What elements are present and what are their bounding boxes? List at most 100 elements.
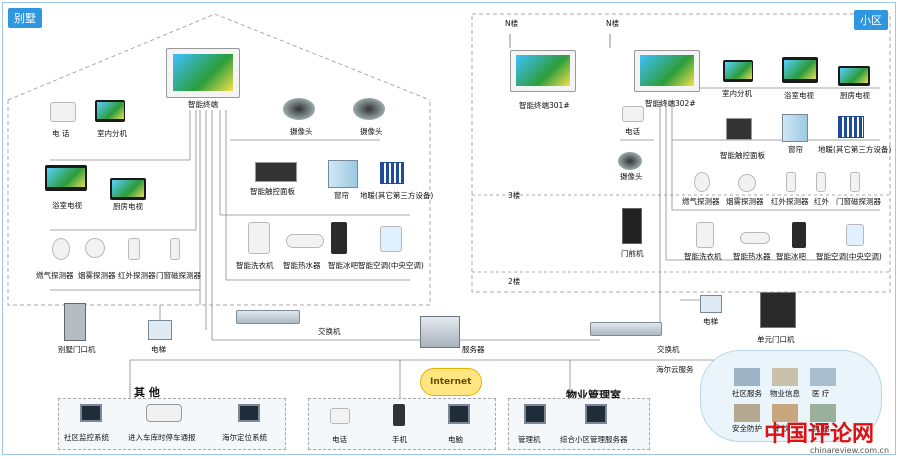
villa-camera-1-icon [283, 98, 315, 120]
villa-heater-label: 智能热水器 [283, 261, 321, 270]
villa-curtain-label: 窗帘 [334, 191, 349, 200]
community-terminal-301 [510, 50, 576, 92]
villa-door-sensor-icon [170, 238, 180, 260]
other-item-0: 社区监控系统 [64, 433, 109, 442]
community-washer-icon [696, 222, 714, 248]
villa-house-outline [7, 13, 431, 101]
community-floor-3: 3楼 [508, 191, 521, 200]
villa-smoke-label: 烟雾探测器 [78, 271, 116, 280]
cloud-item-4: 餐 饮 [772, 424, 790, 433]
villa-smart-terminal [166, 48, 240, 98]
internet-computer-icon [448, 404, 470, 424]
community-smoke-detector-icon [738, 174, 756, 192]
villa-touch-panel [255, 162, 297, 182]
community-floor-2: 2楼 [508, 277, 521, 286]
community-n-floor-2: N楼 [606, 19, 620, 28]
internet-phone-icon [330, 408, 350, 424]
community-terminal-301-label: 智能终端301# [519, 101, 570, 110]
villa-washer-icon [248, 222, 270, 254]
community-bath-tv [782, 57, 818, 83]
community-camera-icon [618, 152, 642, 170]
cloud-item-1: 物业信息 [770, 389, 800, 398]
unit-door-label: 单元门口机 [757, 335, 795, 344]
community-ac-label: 智能空调(中央空调) [816, 252, 882, 261]
villa-door-mag-label: 门窗磁探测器 [156, 271, 201, 280]
internet-item-2: 电脑 [448, 435, 463, 444]
other-item-2: 海尔定位系统 [222, 433, 267, 442]
community-phone-label: 电话 [625, 127, 640, 136]
cloud-item-2: 医 疗 [812, 389, 830, 398]
villa-washer-label: 智能洗衣机 [236, 261, 274, 270]
other-location-monitor-icon [238, 404, 260, 422]
villa-ac-icon [380, 226, 402, 252]
community-kitchen-tv [838, 66, 870, 86]
community-door-mag-label: 门窗磁探测器 [836, 197, 881, 206]
community-terminal-302-label: 智能终端302# [645, 99, 696, 108]
community-fridge-label: 智能冰吧 [776, 252, 806, 261]
villa-bath-tv-label: 浴室电视 [52, 201, 82, 210]
villa-ir-detector-icon [128, 238, 140, 260]
community-indoor-label: 室内分机 [722, 89, 752, 98]
community-touch-panel [726, 118, 752, 140]
community-tag: 小区 [854, 10, 888, 30]
community-bath-tv-label: 浴室电视 [784, 91, 814, 100]
villa-house-body [7, 100, 431, 306]
community-curtain-label: 窗帘 [788, 145, 803, 154]
internet-item-0: 电话 [332, 435, 347, 444]
property-server-icon [585, 404, 607, 424]
cloud-item-3: 安全防护 [732, 424, 762, 433]
villa-curtain-icon [328, 160, 358, 188]
villa-tag: 别墅 [8, 8, 42, 28]
cloud-item-5: 购 物 [812, 424, 830, 433]
community-door-unit-label: 门前机 [621, 249, 644, 258]
community-curtain-icon [782, 114, 808, 142]
community-heater-label: 智能热水器 [733, 252, 771, 261]
other-title: 其 他 [134, 386, 160, 399]
server-label: 服务器 [462, 345, 485, 354]
community-gas-detector-icon [694, 172, 710, 192]
villa-ir-label: 红外探测器 [118, 271, 156, 280]
community-kitchen-tv-label: 厨房电视 [840, 91, 870, 100]
property-item-1: 综合小区管理服务器 [560, 435, 628, 444]
other-monitor-icon [80, 404, 102, 422]
community-gas-label: 燃气探测器 [682, 197, 720, 206]
community-water-heater-icon [740, 232, 770, 244]
community-washer-label: 智能洗衣机 [684, 252, 722, 261]
cloud-item-0: 社区服务 [732, 389, 762, 398]
elevator-right-label: 电梯 [703, 317, 718, 326]
community-floor-heat-label: 地暖(其它第三方设备) [818, 145, 892, 154]
cloud-property-info-icon [772, 368, 798, 386]
switch-left-icon [236, 310, 300, 324]
haier-cloud [700, 350, 882, 442]
elevator-left-icon [148, 320, 172, 340]
villa-door-unit-label: 别墅门口机 [58, 345, 96, 354]
property-manager-icon [524, 404, 546, 424]
villa-phone-icon [50, 102, 76, 122]
other-item-1: 进入车库时停车通报 [128, 433, 196, 442]
switch-right-label: 交换机 [657, 345, 680, 354]
villa-indoor-unit [95, 100, 125, 122]
community-phone-icon [622, 106, 644, 122]
cloud-security-icon [734, 404, 760, 422]
villa-kitchen-tv [110, 178, 146, 200]
cloud-medical-icon [810, 368, 836, 386]
other-car-icon [146, 404, 182, 422]
internet-cloud [420, 368, 482, 396]
villa-touch-panel-label: 智能触控面板 [250, 187, 295, 196]
watermark-logo: 中国评论网 [764, 422, 875, 447]
community-floor-heat-icon [838, 116, 864, 138]
villa-gas-detector-icon [52, 238, 70, 260]
villa-smoke-detector-icon [85, 238, 105, 258]
villa-bath-tv [45, 165, 87, 191]
watermark-url: chinareview.com.cn [810, 446, 890, 455]
community-ir-icon [816, 172, 826, 192]
villa-indoor-label: 室内分机 [97, 129, 127, 138]
villa-water-heater-icon [286, 234, 324, 248]
switch-left-label: 交换机 [318, 327, 341, 336]
internet-mobile-icon [393, 404, 405, 426]
internet-label: Internet [430, 377, 472, 387]
community-camera-label: 摄像头 [620, 172, 643, 181]
cloud-dining-icon [772, 404, 798, 422]
community-ac-icon [846, 224, 864, 246]
